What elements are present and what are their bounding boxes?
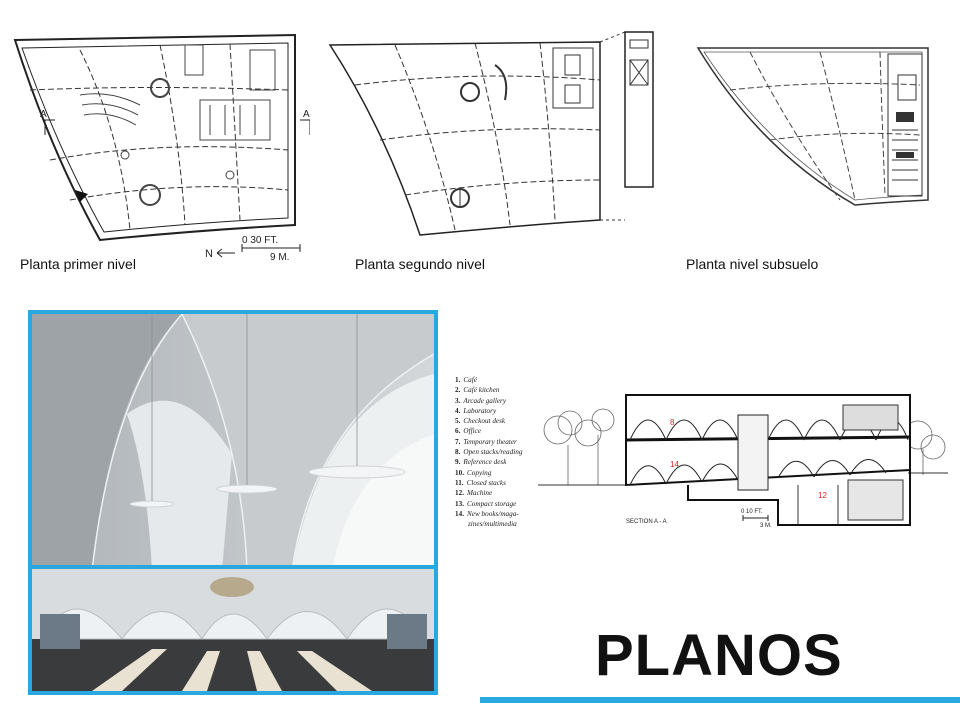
- arches-illustration: [32, 314, 434, 571]
- section-legend: 1.Café 2.Café kitchen 3.Arcade gallery 4…: [455, 375, 535, 529]
- legend-item: 10.Copying: [455, 468, 492, 477]
- north-mark: N: [205, 248, 213, 260]
- section-marker-right: [300, 119, 310, 135]
- first-level-plan-caption: Planta primer nivel: [20, 256, 136, 272]
- basement-plan-caption: Planta nivel subsuelo: [686, 256, 819, 272]
- panorama-illustration: [32, 569, 434, 691]
- legend-item: 4.Laboratory: [455, 406, 497, 415]
- legend-item: 12.Machine: [455, 489, 493, 498]
- legend-item: 5.Checkout desk: [455, 417, 506, 426]
- section-scale-bar: [742, 515, 769, 521]
- title-underline: [480, 697, 960, 703]
- section-label: SECTION A - A: [626, 519, 667, 525]
- section-a-a-drawing: 8 14 12 SECTION A - A 0 10 FT. 3 M.: [538, 394, 948, 529]
- section-marker-left: [44, 119, 55, 135]
- scale-ft: 0 30 FT.: [242, 235, 278, 246]
- slide-title: PLANOS: [595, 623, 843, 688]
- north-arrow-icon: [216, 248, 235, 258]
- legend-item: 2.Café kitchen: [455, 386, 500, 395]
- section-mark-left: A: [40, 109, 47, 120]
- section-scale-ft: 0 10 FT.: [741, 509, 763, 515]
- legend-item: 11.Closed stacks: [455, 478, 506, 487]
- first-level-plan-drawing: A A N 0 30 FT. 9 M.: [13, 33, 310, 260]
- second-level-outline: [328, 41, 601, 236]
- legend-item: 1.Café: [455, 376, 477, 384]
- second-level-plan-caption: Planta segundo nivel: [355, 256, 485, 272]
- first-level-outline: [13, 33, 296, 242]
- basement-plan-drawing: [696, 47, 929, 206]
- legend-item: 8.Open stacks/reading: [455, 448, 523, 457]
- interior-arches-photo: [28, 310, 438, 575]
- section-mark-right: A: [303, 109, 310, 120]
- entrance-arrow: [75, 190, 88, 202]
- scale-bar: [241, 244, 301, 252]
- scale-m: 9 M.: [270, 252, 289, 260]
- section-tag: 12: [818, 491, 827, 500]
- legend-item: 14.New books/maga-: [455, 509, 519, 518]
- second-level-plan-drawing: [328, 31, 654, 236]
- legend-item: 9.Reference desk: [455, 458, 507, 467]
- legend-item: zines/multimedia: [468, 520, 517, 529]
- section-scale-m: 3 M.: [760, 523, 772, 529]
- legend-item: 3.Arcade gallery: [455, 396, 507, 405]
- library-panorama-photo: [28, 565, 438, 695]
- legend-item: 6.Office: [455, 427, 481, 436]
- basement-outline: [696, 47, 929, 206]
- section-tag: 14: [670, 460, 679, 469]
- legend-item: 13.Compact storage: [455, 499, 517, 508]
- legend-item: 7.Temporary theater: [455, 437, 517, 446]
- section-tag: 8: [670, 418, 675, 427]
